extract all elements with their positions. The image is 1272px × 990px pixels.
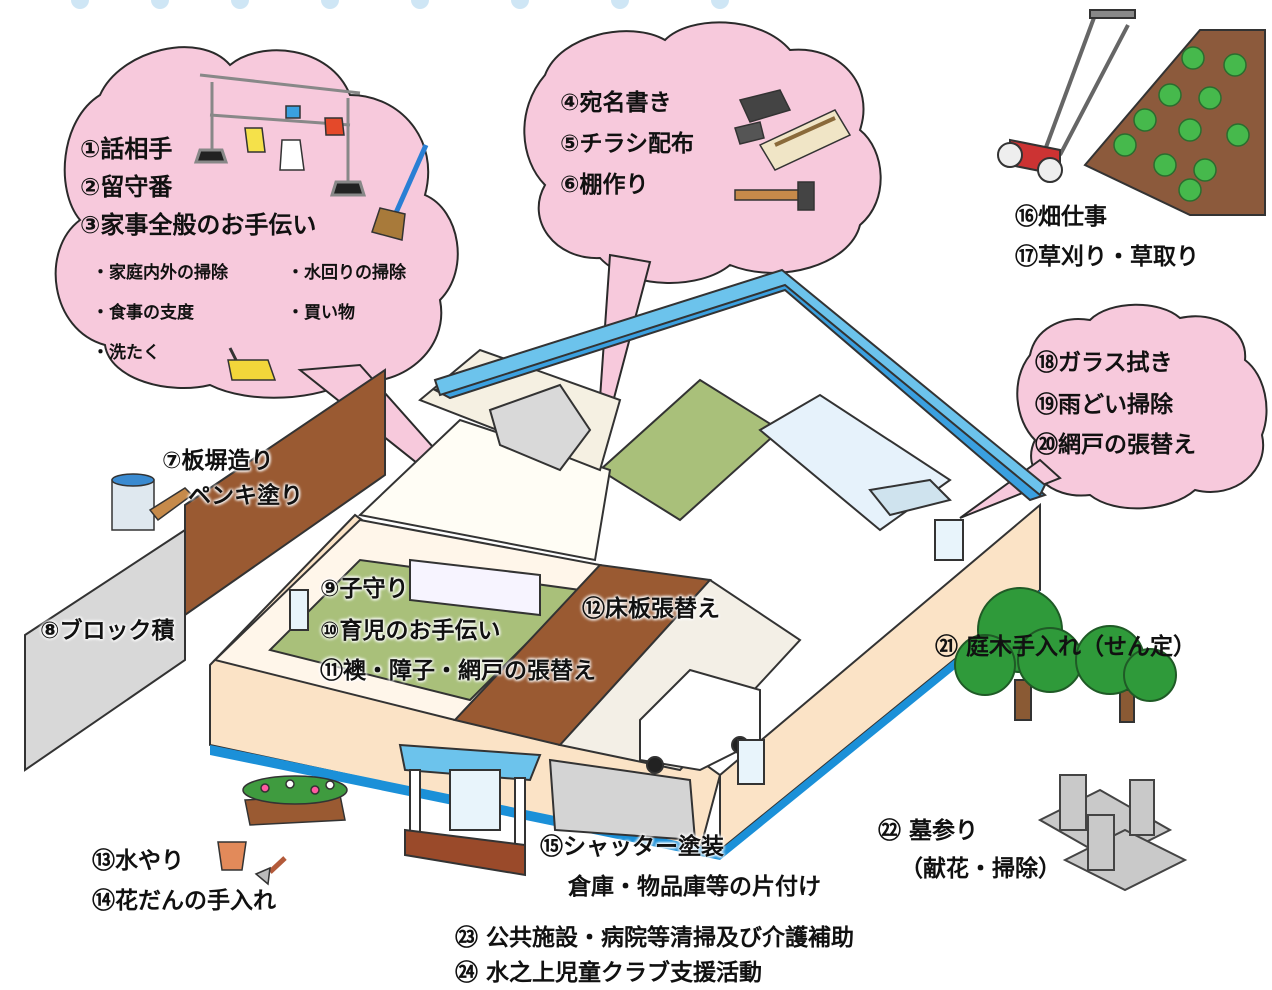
block-wall [24,528,186,772]
label-12-floor-replacement: ⑫床板張替え [582,596,720,622]
bubble-center-item-6: ⑥棚作り [560,172,649,198]
label-14-flowerbed-care: ⑭花だんの手入れ [92,888,276,914]
trowel-icon [254,856,287,886]
bubble-right [959,303,1268,519]
bubble-center-item-4: ④宛名書き [560,90,672,116]
vegetable-field [1083,29,1266,216]
label-10-childcare-help: ⑩育児のお手伝い [320,618,501,644]
bubble-right-item-19: ⑲雨どい掃除 [1035,392,1173,418]
label-15-storage-cleanup: 倉庫・物品庫等の片付け [568,874,821,900]
bubble-right-item-20: ⑳網戸の張替え [1035,432,1196,458]
hammer-icon [734,181,815,211]
label-16-field-work: ⑯畑仕事 [1015,204,1107,230]
bubble-right-item-18: ⑱ガラス拭き [1035,350,1173,376]
bubble-left-item-3: ③家事全般のお手伝い [80,211,317,239]
label-24-children-club-support: ㉔ 水之上児童クラブ支援活動 [455,960,763,986]
label-9-babysitting: ⑨子守り [320,576,409,602]
label-15-shutter-painting: ⑮シャッター塗装 [540,834,724,860]
label-13-watering: ⑬水やり [92,848,184,874]
label-23-public-facility-cleaning: ㉓ 公共施設・病院等清掃及び介護補助 [455,925,855,951]
label-8-block-laying: ⑧ブロック積 [40,618,175,644]
bubble-left-subitem-2: ・水回りの掃除 [287,263,406,283]
calligraphy-set-icon [734,89,852,171]
bubble-left-subitem-5: ・洗たく [92,343,160,363]
label-22-grave-visit: ㉒ 墓参り [878,818,979,844]
bubble-left-item-2: ②留守番 [80,173,173,201]
label-11-screen-replacement: ⑪襖・障子・網戸の張替え [320,658,596,684]
paint-can-icon [111,473,194,531]
bubble-left-subitem-3: ・食事の支度 [92,303,194,323]
label-17-weeding: ⑰草刈り・草取り [1015,244,1199,270]
bubble-left-subitem-4: ・買い物 [287,303,355,323]
laundry-icon [193,73,367,197]
label-7-painting: ペンキ塗り [188,483,303,509]
label-7-fence-building: ⑦板塀造り [162,448,274,474]
bubble-left-subitem-1: ・家庭内外の掃除 [92,263,228,283]
grave-icon [1037,774,1188,892]
dustpan-icon [227,347,277,381]
broom-icon [371,143,429,241]
tree-icon [954,587,1177,723]
lawn-mower-icon [997,9,1136,183]
cropped-header-fragment [71,0,729,9]
bubble-center-item-5: ⑤チラシ配布 [560,131,695,157]
house-illustration [209,268,1048,877]
bubble-left-item-1: ①話相手 [80,135,173,163]
label-22-detail: （献花・掃除） [900,856,1061,882]
flower-bed-icon [242,775,348,826]
flower-pot-icon [217,841,247,871]
label-21-tree-pruning: ㉑ 庭木手入れ（せん定） [935,634,1197,660]
